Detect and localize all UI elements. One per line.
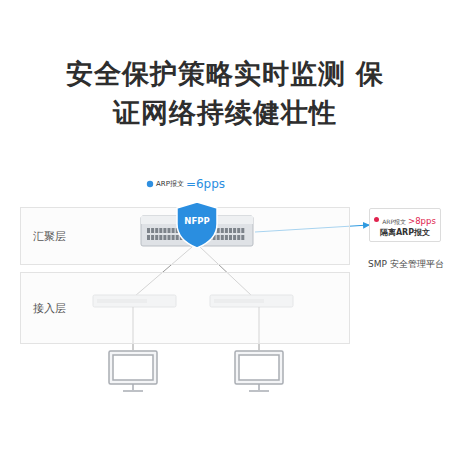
- layer-name: 接入层: [33, 301, 66, 316]
- rate-value: =6pps: [186, 177, 225, 191]
- action-label: 隔离ARP报文: [370, 227, 440, 238]
- rate-row: ARP报文>8pps: [370, 213, 440, 227]
- page-title: 安全保护策略实时监测 保证网络持续健壮性: [0, 54, 450, 132]
- layer-band: 接入层: [20, 272, 350, 344]
- shield-label: NFPP: [177, 216, 217, 226]
- bullet-dot: [147, 181, 153, 187]
- monitor-icon: [109, 351, 157, 391]
- alert-dot: [374, 217, 379, 222]
- layer-band: NFPP 汇聚层: [20, 207, 350, 265]
- platform-name: SMP 安全管理平台: [350, 258, 450, 271]
- core-switch: NFPP: [139, 194, 255, 248]
- rate-label: ARP报文: [156, 179, 184, 189]
- layer-name: 汇聚层: [33, 229, 66, 244]
- smp-platform-box: ARP报文>8pps隔离ARP报文SMP 安全管理平台: [369, 208, 441, 242]
- monitor-icon: [235, 351, 283, 391]
- rate-value: >8pps: [408, 216, 436, 226]
- rate-label: ARP报文: [382, 218, 406, 225]
